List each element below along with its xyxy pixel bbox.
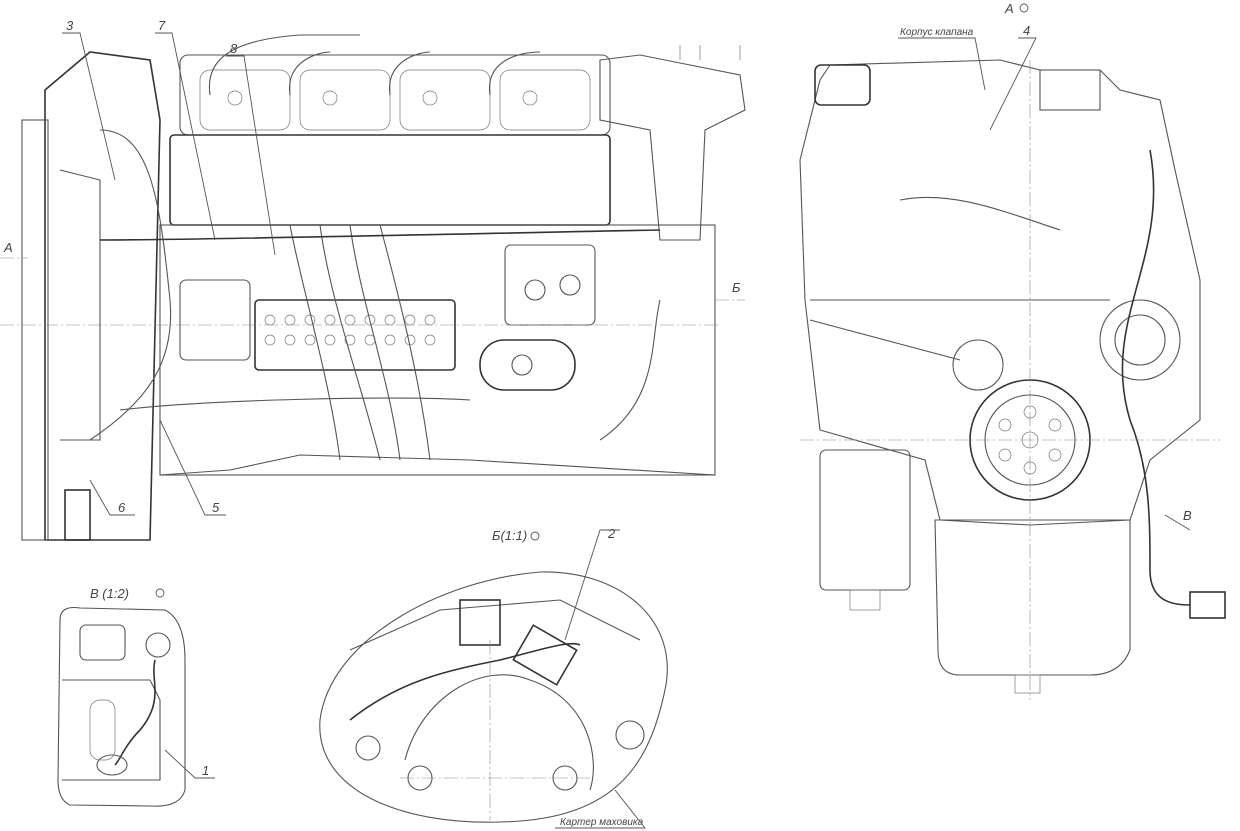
view-v-title: В (1:2) [90,586,129,601]
rotation-icon [155,588,165,598]
engine-side-view [0,34,746,541]
rotation-icon [1019,3,1029,13]
view-b-detail: Б(1:1) 2 Картер маховика [319,526,668,829]
callout-6: 6 [118,500,126,515]
engine-front-view [799,59,1226,700]
main-view-callouts: 3 7 8 6 5 А Б [3,18,741,516]
valve-body-note: Корпус клапана [900,27,974,38]
front-view-labels: А Корпус клапана 4 В [898,1,1192,531]
section-mark-a: А [3,240,13,255]
callout-7: 7 [158,18,166,33]
flywheel-housing-note: Картер маховика [560,817,644,828]
view-b-title: Б(1:1) [492,528,527,543]
section-mark-v: В [1183,508,1192,523]
callout-1: 1 [202,763,209,778]
view-a-title: А [1004,1,1014,16]
view-v-detail: В (1:2) 1 [57,586,215,807]
section-mark-b: Б [732,280,741,295]
callout-4: 4 [1023,23,1030,38]
rotation-icon [530,531,540,541]
callout-8: 8 [230,41,238,56]
callout-3: 3 [66,18,74,33]
callout-5: 5 [212,500,220,515]
callout-2: 2 [607,526,616,541]
